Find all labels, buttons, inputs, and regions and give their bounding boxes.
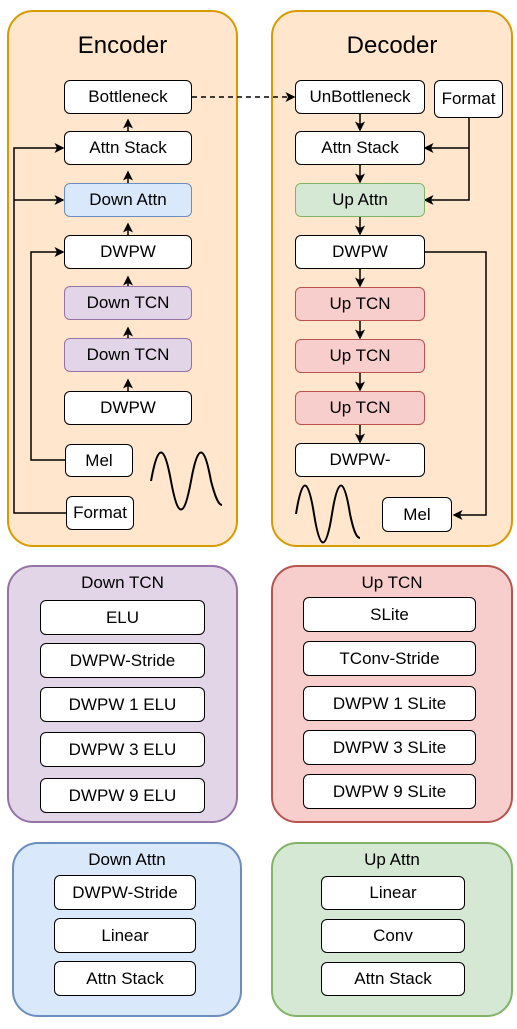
- decoder-up-tcn-2-block: Up TCN: [295, 339, 425, 373]
- encoder-title: Encoder: [77, 32, 168, 59]
- decoder-up-tcn-1-block: Up TCN: [295, 287, 425, 321]
- decoder-format-input: Format: [434, 80, 503, 118]
- decoder-unbottleneck-block: UnBottleneck: [295, 80, 425, 114]
- decoder-dwpw-out-block: DWPW-: [295, 443, 425, 477]
- up-tcn-item: TConv-Stride: [303, 641, 476, 676]
- encoder-dwpw-top-block: DWPW: [64, 235, 192, 269]
- up-attn-item: Linear: [321, 876, 465, 910]
- down-tcn-title: Down TCN: [81, 573, 164, 592]
- encoder-down-tcn-1-block: Down TCN: [64, 286, 192, 320]
- down-tcn-item: DWPW-Stride: [40, 643, 205, 678]
- decoder-title: Decoder: [346, 32, 438, 59]
- decoder-dwpw-block: DWPW: [295, 235, 425, 269]
- up-tcn-item: SLite: [303, 597, 476, 632]
- encoder-dwpw-bottom-block: DWPW: [64, 391, 192, 425]
- decoder-mel-output: Mel: [382, 497, 452, 532]
- decoder-attn-stack-block: Attn Stack: [295, 131, 425, 165]
- encoder-down-tcn-2-block: Down TCN: [64, 338, 192, 372]
- decoder-up-tcn-3-block: Up TCN: [295, 391, 425, 425]
- encoder-attn-stack-block: Attn Stack: [64, 131, 192, 165]
- down-attn-item: Attn Stack: [54, 961, 196, 996]
- down-attn-title: Down Attn: [88, 850, 166, 869]
- encoder-down-attn-block: Down Attn: [64, 183, 192, 217]
- up-attn-item: Conv: [321, 919, 465, 953]
- down-tcn-item: DWPW 9 ELU: [40, 778, 205, 813]
- up-attn-item: Attn Stack: [321, 962, 465, 996]
- up-attn-title: Up Attn: [364, 850, 420, 869]
- up-tcn-item: DWPW 1 SLite: [303, 686, 476, 721]
- encoder-format-input: Format: [66, 496, 134, 530]
- up-tcn-item: DWPW 9 SLite: [303, 774, 476, 809]
- encoder-bottleneck-block: Bottleneck: [64, 80, 192, 114]
- down-attn-item: DWPW-Stride: [54, 875, 196, 910]
- encoder-mel-input: Mel: [65, 444, 133, 477]
- down-tcn-item: DWPW 1 ELU: [40, 687, 205, 722]
- decoder-up-attn-block: Up Attn: [295, 183, 425, 217]
- down-attn-item: Linear: [54, 918, 196, 953]
- up-tcn-title: Up TCN: [361, 573, 423, 592]
- down-tcn-item: ELU: [40, 600, 205, 635]
- up-tcn-item: DWPW 3 SLite: [303, 730, 476, 765]
- down-tcn-item: DWPW 3 ELU: [40, 732, 205, 767]
